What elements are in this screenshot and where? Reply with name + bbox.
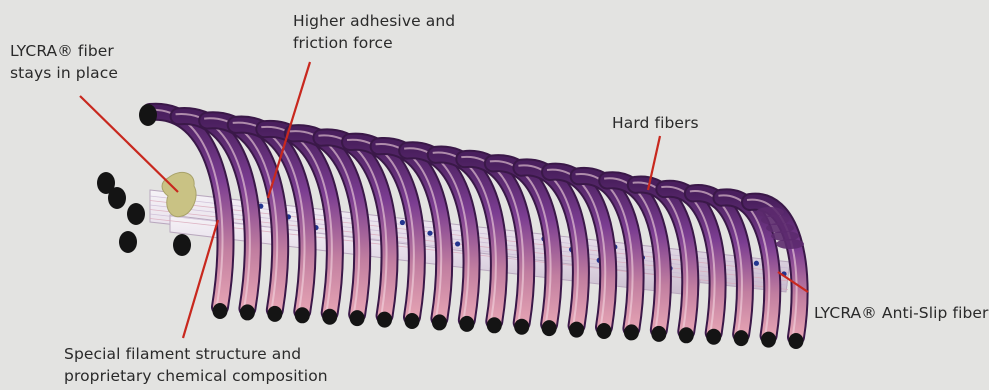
label-line: friction force (293, 32, 455, 54)
hard-fiber-tip (776, 239, 804, 249)
fiber-end-cap (597, 323, 612, 339)
fiber-end-cap (240, 304, 255, 320)
anti-slip-dot (754, 261, 759, 266)
fiber-end-cap (127, 203, 145, 225)
label-line: LYCRA® fiber (10, 40, 118, 62)
fiber-end-cap (173, 234, 191, 256)
label-higher-adhesive: Higher adhesive and friction force (293, 10, 455, 54)
fiber-end-cap (432, 314, 447, 330)
fiber-end-cap (267, 306, 282, 322)
fiber-end-cap (213, 303, 228, 319)
label-line: LYCRA® Anti-Slip fiber (814, 302, 989, 324)
fiber-end-cap (624, 324, 639, 340)
fiber-end-cap (108, 187, 126, 209)
fiber-end-cap (761, 332, 776, 348)
fiber-end-cap (322, 309, 337, 325)
fiber-end-cap (734, 330, 749, 346)
anti-slip-dot (455, 241, 460, 246)
fiber-end-cap (350, 310, 365, 326)
fiber-end-cap (487, 317, 502, 333)
label-lycra-anti-slip: LYCRA® Anti-Slip fiber (814, 302, 989, 324)
label-line: proprietary chemical composition (64, 365, 328, 387)
anti-slip-dot (427, 231, 432, 236)
label-lycra-stays-in-place: LYCRA® fiber stays in place (10, 40, 118, 84)
fiber-end-cap (139, 104, 157, 126)
fiber-bundle (97, 104, 804, 349)
fiber-end-cap (295, 307, 310, 323)
label-hard-fibers: Hard fibers (612, 112, 699, 134)
label-line: Special filament structure and (64, 343, 328, 365)
fiber-end-cap (569, 322, 584, 338)
fiber-end-cap (405, 313, 420, 329)
label-special-filament: Special filament structure and proprieta… (64, 343, 328, 387)
fiber-end-cap (377, 312, 392, 328)
fiber-end-cap (542, 320, 557, 336)
anti-slip-dot (400, 220, 405, 225)
label-line: Hard fibers (612, 112, 699, 134)
fiber-end-cap (706, 329, 721, 345)
label-line: stays in place (10, 62, 118, 84)
fiber-end-cap (679, 327, 694, 343)
label-line: Higher adhesive and (293, 10, 455, 32)
fiber-end-cap (789, 333, 804, 349)
fiber-end-cap (459, 316, 474, 332)
fiber-end-cap (514, 319, 529, 335)
fiber-end-cap (119, 231, 137, 253)
fiber-end-cap (651, 326, 666, 342)
